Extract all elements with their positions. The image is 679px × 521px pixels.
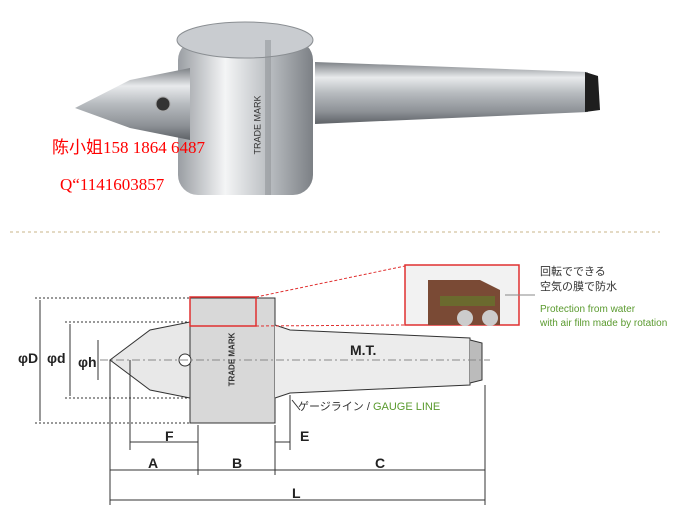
gauge-line-label: ゲージライン / GAUGE LINE — [298, 398, 440, 414]
label-c: C — [375, 455, 386, 471]
main-body — [178, 40, 313, 195]
callout-jp: 回転でできる空気の膜で防水 — [540, 265, 617, 295]
label-e: E — [300, 428, 310, 444]
callout-jp-line2: 空気の膜で防水 — [540, 281, 617, 293]
callout-jp-line1: 回転でできる — [540, 266, 606, 278]
label-morse-taper: M.T. — [350, 342, 377, 358]
taper-shank — [315, 62, 588, 124]
label-phi-d-outer: φD — [18, 350, 39, 366]
center-point — [75, 68, 190, 140]
brand-mark: TRADE MARK — [252, 95, 263, 155]
label-f: F — [165, 428, 174, 444]
body-mark: TRADE MARK — [227, 332, 237, 387]
callout-en-line2: with air film made by rotation — [540, 318, 668, 329]
callout-en: Protection from water with air film made … — [540, 303, 667, 331]
label-phi-h: φh — [78, 354, 97, 370]
label-a: A — [148, 455, 159, 471]
watermark-phone: 陈小姐158 1864 6487 — [52, 138, 205, 157]
shank-end — [585, 72, 600, 112]
callout-en-line1: Protection from water — [540, 304, 636, 315]
label-b: B — [232, 455, 243, 471]
gauge-line-en: GAUGE LINE — [372, 401, 441, 413]
dimension-drawing — [35, 297, 490, 505]
watermark-qq: Q“1141603857 — [60, 175, 165, 194]
gauge-line-jp: ゲージライン / — [298, 401, 373, 413]
callout — [189, 264, 535, 327]
live-center-photo — [75, 21, 600, 195]
label-phi-d: φd — [47, 350, 66, 366]
label-l: L — [292, 485, 301, 501]
